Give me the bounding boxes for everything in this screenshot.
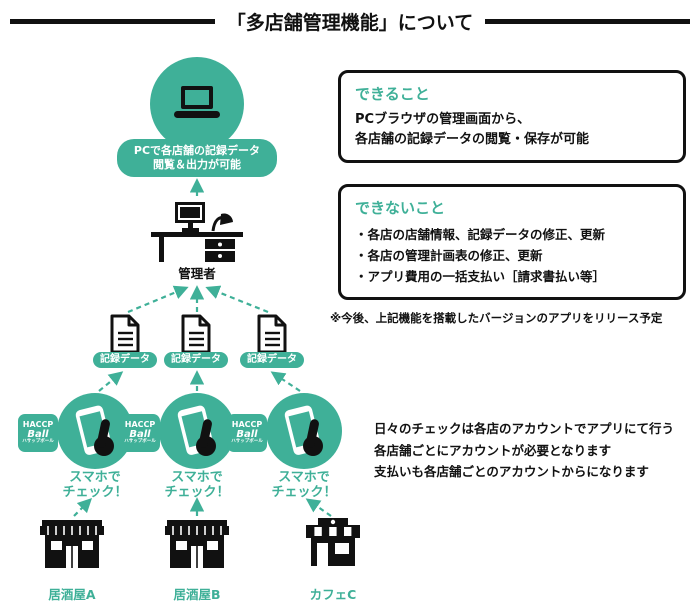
smartphone-tap-icon <box>75 405 114 456</box>
smartphone-tap-icon <box>284 405 323 456</box>
desk-monitor-lamp-icon <box>151 202 243 262</box>
izakaya-building-icon <box>165 520 229 568</box>
release-note: ※今後、上記機能を搭載したバージョンのアプリをリリース予定 <box>330 311 663 325</box>
cannot-do-heading: できないこと <box>355 199 446 217</box>
haccp-badge-line3: ハサップボール <box>124 439 156 445</box>
can-do-line2: 各店舗の記録データの閲覧・保存が可能 <box>355 132 590 147</box>
haccp-badge-line1: HACCP <box>22 420 54 430</box>
document-icon <box>181 314 211 354</box>
haccp-badge-line3: ハサップボール <box>22 439 54 445</box>
haccp-ball-badge: HACCP Ball ハサップボール <box>18 414 58 452</box>
admin-label: 管理者 <box>178 266 216 281</box>
account-note-line2: 各店舗ごとにアカウントが必要となります <box>374 442 612 458</box>
document-icon <box>110 314 140 354</box>
haccp-badge-line2: Ball <box>129 428 151 440</box>
page-title: 「多店舗管理機能」について <box>226 12 474 34</box>
pc-badge-line1: PCで各店舗の記録データ <box>133 144 261 157</box>
smartphone-circle <box>57 393 133 469</box>
can-do-box: できること PCブラウザの管理画面から、 各店舗の記録データの閲覧・保存が可能 <box>338 70 686 163</box>
haccp-badge-line1: HACCP <box>231 420 263 430</box>
document-icon <box>257 314 287 354</box>
smartphone-circle <box>159 393 235 469</box>
smartphone-check-label: スマホで チェック！ <box>62 470 128 500</box>
cannot-do-item2: ・各店の管理計画表の修正、更新 <box>355 248 543 263</box>
pc-badge-line2: 閲覧＆出力が可能 <box>153 158 241 171</box>
smartphone-circle <box>266 393 342 469</box>
smartphone-tap-icon <box>177 405 216 456</box>
haccp-badge-line3: ハサップボール <box>231 439 263 445</box>
record-data-badge: 記録データ <box>93 352 157 368</box>
can-do-heading: できること <box>355 85 430 103</box>
cannot-do-item3: ・アプリ費用の一括支払い［請求書払い等］ <box>355 269 606 284</box>
title-rule-right <box>485 19 690 24</box>
record-data-badge: 記録データ <box>240 352 304 368</box>
store-label-izakaya-a: 居酒屋A <box>48 587 96 602</box>
haccp-ball-badge: HACCP Ball ハサップボール <box>120 414 160 452</box>
cannot-do-item1: ・各店の店舗情報、記録データの修正、更新 <box>355 227 606 242</box>
smartphone-check-label: スマホで チェック！ <box>271 470 337 500</box>
title-rule-left <box>10 19 215 24</box>
cannot-do-box: できないこと ・各店の店舗情報、記録データの修正、更新 ・各店の管理計画表の修正… <box>338 184 686 300</box>
record-data-badge: 記録データ <box>164 352 228 368</box>
cafe-storefront-icon <box>306 518 360 566</box>
account-note-line3: 支払いも各店舗ごとのアカウントからになります <box>374 464 649 479</box>
pc-capability-badge: PCで各店舗の記録データ 閲覧＆出力が可能 <box>117 139 277 177</box>
can-do-line1: PCブラウザの管理画面から、 <box>355 112 531 127</box>
account-note: 日々のチェックは各店のアカウントでアプリにて行う 各店舗ごとにアカウントが必要と… <box>374 418 696 483</box>
store-label-izakaya-b: 居酒屋B <box>173 587 221 602</box>
store-label-cafe-c: カフェC <box>309 587 357 602</box>
title-row: 「多店舗管理機能」について <box>0 8 700 35</box>
haccp-badge-line1: HACCP <box>124 420 156 430</box>
haccp-badge-line2: Ball <box>236 428 258 440</box>
haccp-badge-line2: Ball <box>27 428 49 440</box>
account-note-line1: 日々のチェックは各店のアカウントでアプリにて行う <box>374 421 675 436</box>
smartphone-check-label: スマホで チェック！ <box>164 470 230 500</box>
haccp-ball-badge: HACCP Ball ハサップボール <box>227 414 267 452</box>
laptop-icon <box>174 86 220 118</box>
izakaya-building-icon <box>40 520 104 568</box>
pc-circle <box>150 57 244 151</box>
